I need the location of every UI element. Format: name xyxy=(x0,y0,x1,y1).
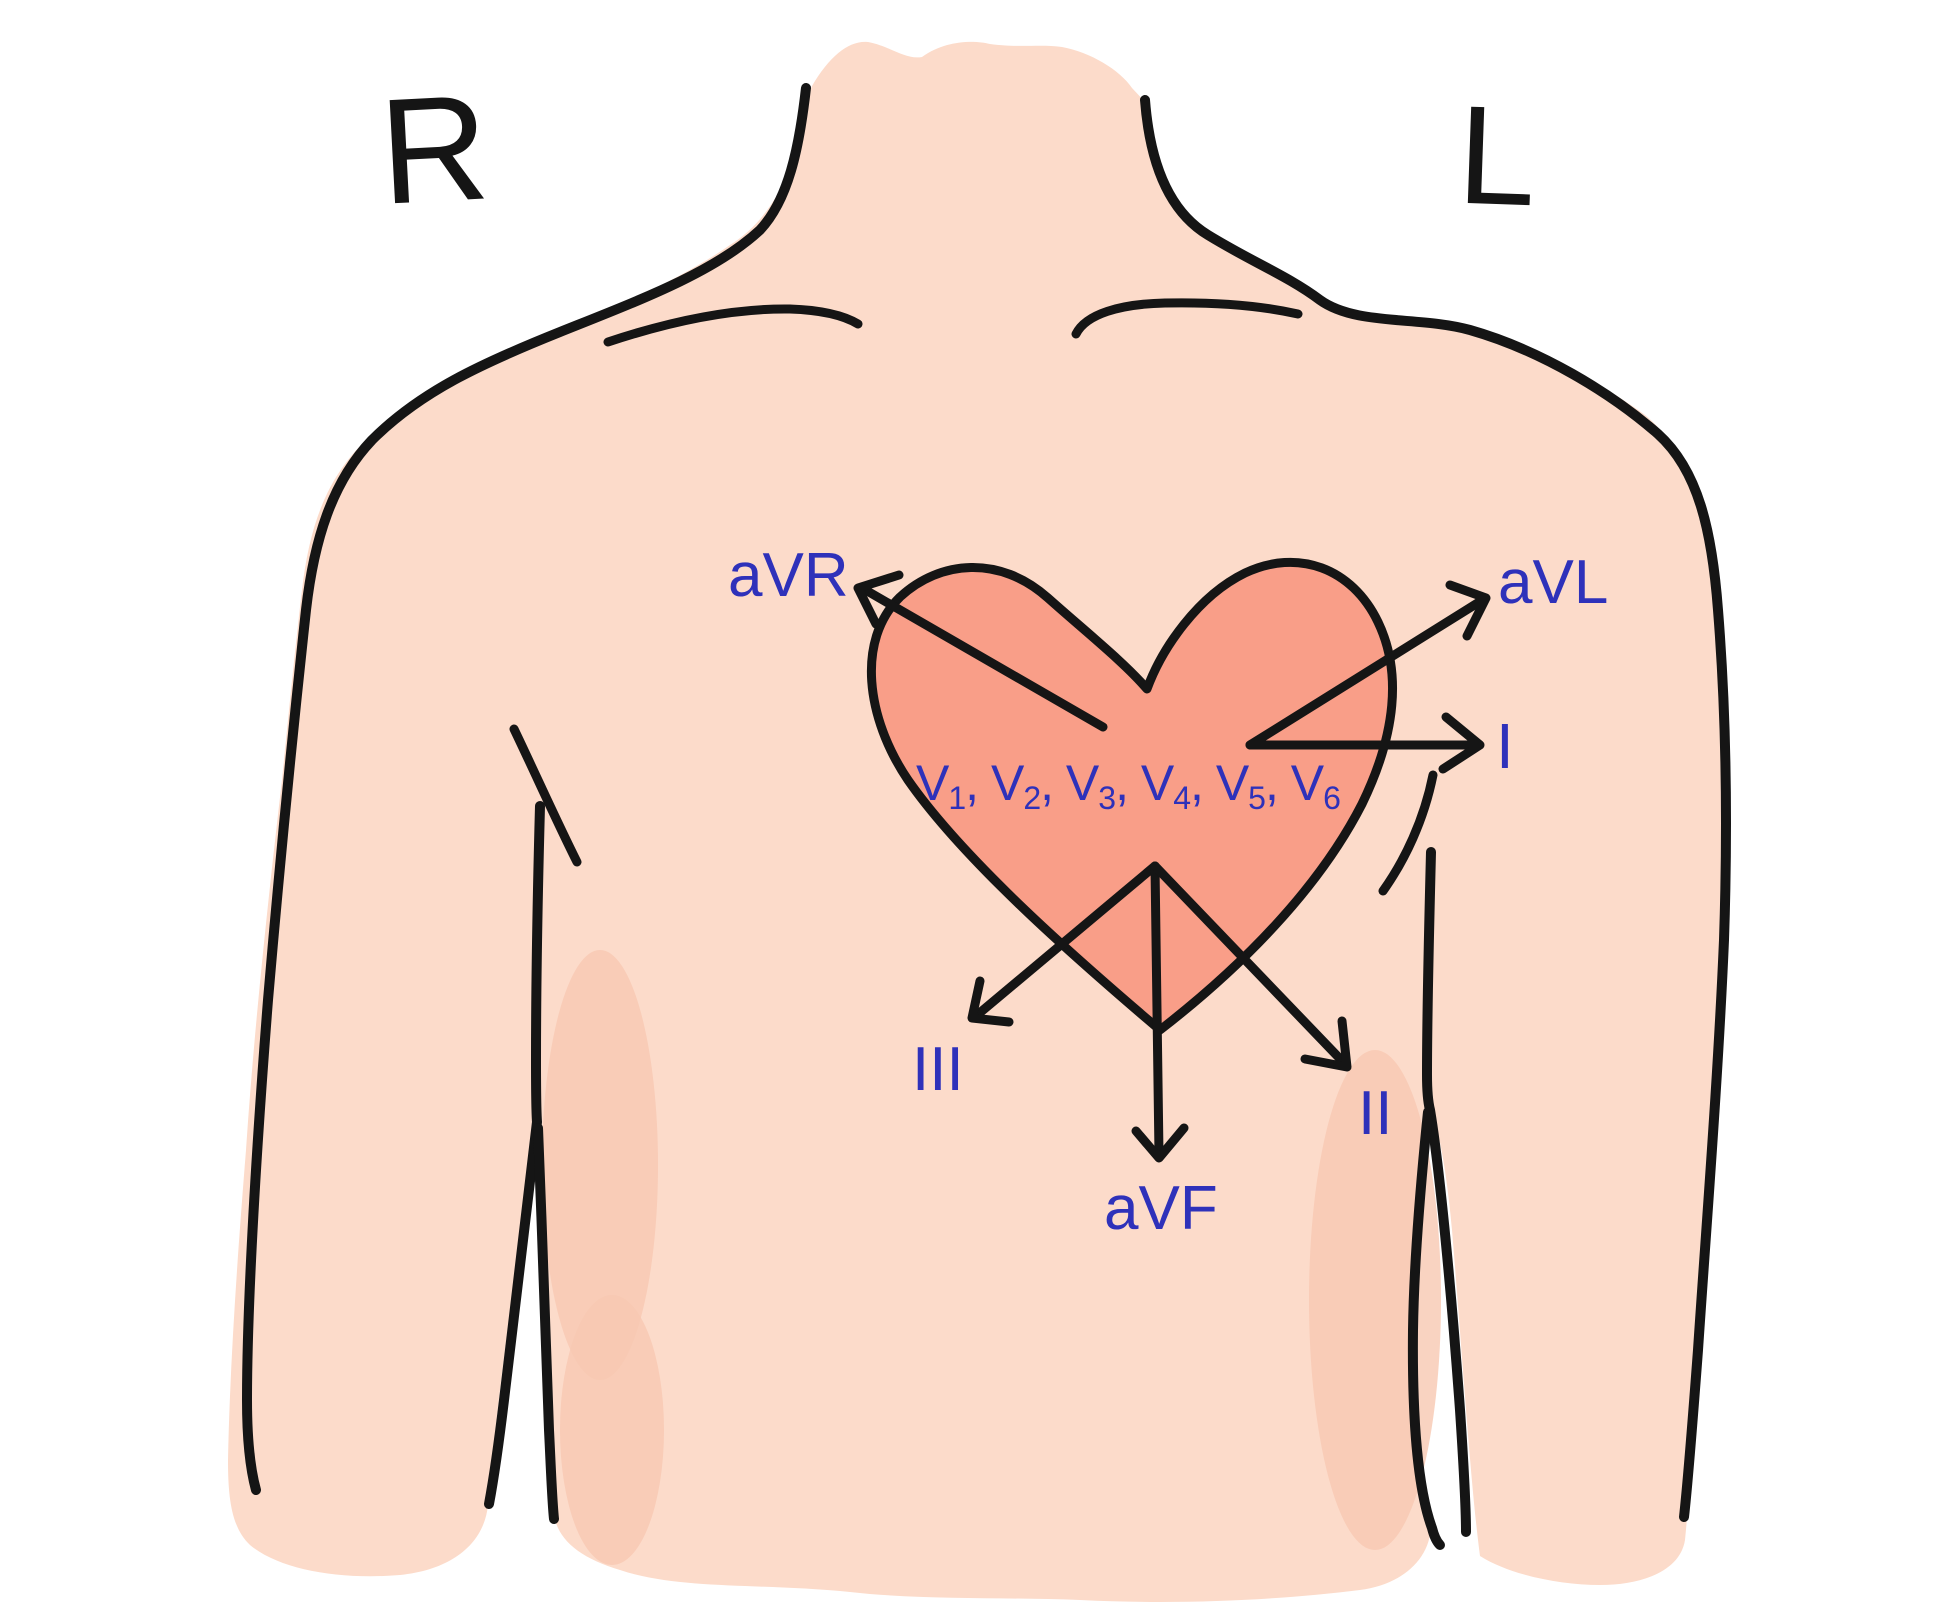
lead-ii-arrow-shaft xyxy=(1150,861,1350,1069)
lead-iii-arrow xyxy=(967,861,1160,1027)
left-side-marker: L xyxy=(1455,75,1541,236)
lead-i-arrow-head xyxy=(1438,712,1485,774)
right-side-marker: R xyxy=(375,62,495,236)
right-torso-shading xyxy=(1309,1050,1441,1550)
avf-arrow xyxy=(1131,861,1189,1163)
right-torso-edge-line xyxy=(1407,1107,1445,1550)
lead-i-label: I xyxy=(1496,710,1514,782)
avl-arrow-shaft xyxy=(1245,594,1489,750)
lead-ii-arrow-head xyxy=(1300,1016,1352,1072)
lead-i-arrow xyxy=(1245,712,1485,774)
precordial-leads-label: V1, V2, V3, V4, V5, V6 xyxy=(916,755,1341,816)
left-pec-crease xyxy=(509,724,582,867)
avf-label: aVF xyxy=(1104,1174,1218,1243)
left-torso-shading xyxy=(542,950,658,1380)
left-torso-lower-shading xyxy=(560,1295,664,1565)
right-pec-crease xyxy=(1378,770,1438,896)
lead-ii-label: II xyxy=(1358,1079,1393,1148)
avl-arrow xyxy=(1245,580,1491,750)
left-body-outline xyxy=(242,83,811,1495)
lead-ii-arrow xyxy=(1150,861,1352,1072)
avf-arrow-head xyxy=(1131,1123,1189,1163)
right-body-outline xyxy=(1140,95,1731,1522)
right-clavicle-line xyxy=(1071,298,1303,339)
avr-arrow xyxy=(853,570,1108,732)
right-inner-arm-line xyxy=(1422,847,1471,1537)
left-torso-edge-line xyxy=(533,1123,559,1524)
avr-label: aVR xyxy=(728,541,849,610)
avr-arrow-head xyxy=(853,570,904,629)
lead-iii-label: III xyxy=(912,1035,964,1104)
avl-arrow-head xyxy=(1445,580,1491,641)
avr-arrow-shaft xyxy=(857,583,1108,732)
left-clavicle-line xyxy=(603,304,863,347)
lead-iii-arrow-shaft xyxy=(971,861,1160,1021)
heart-shape xyxy=(866,557,1397,1035)
avf-arrow-shaft xyxy=(1150,861,1164,1159)
lead-iii-arrow-head xyxy=(967,976,1014,1027)
avl-label: aVL xyxy=(1498,548,1609,617)
